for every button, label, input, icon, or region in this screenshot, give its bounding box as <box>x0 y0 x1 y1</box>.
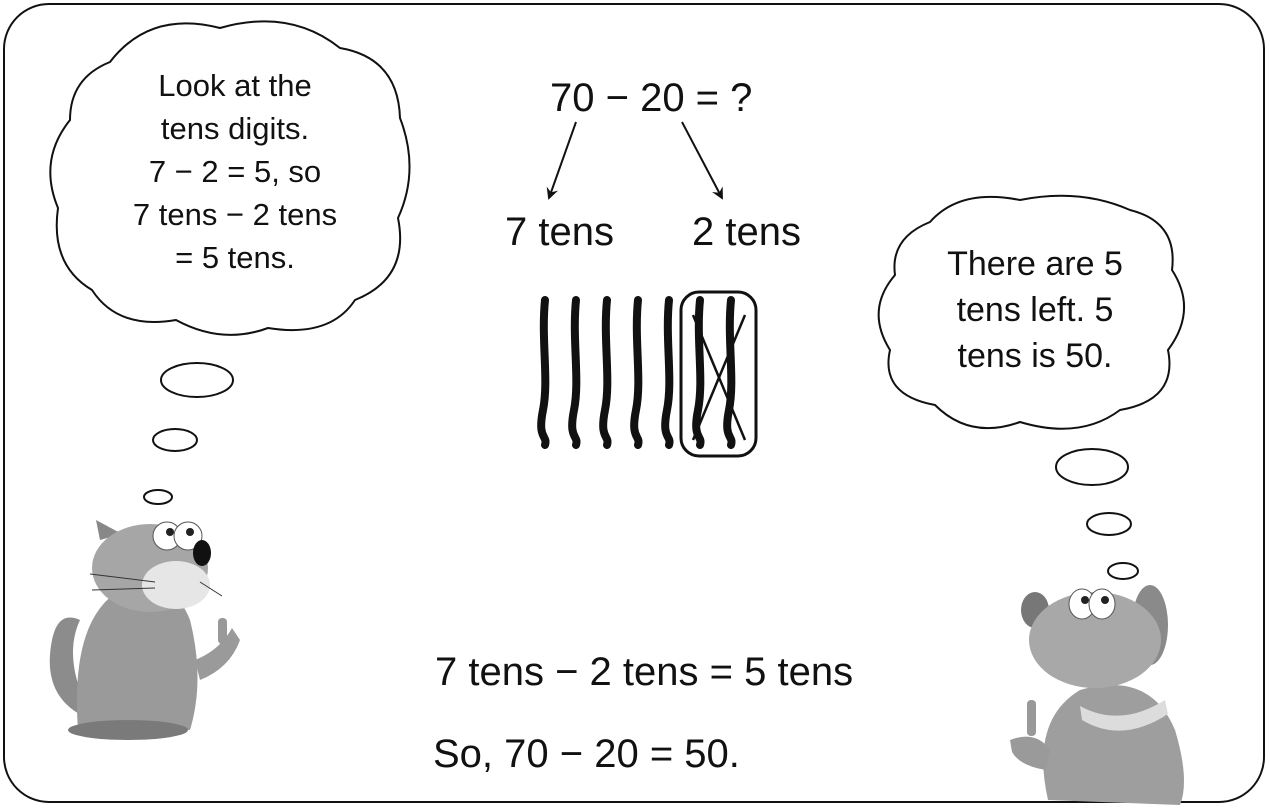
left-part-label: 7 tens <box>505 210 614 254</box>
dog-thought-text: There are 5 tens left. 5 tens is 50. <box>890 241 1180 379</box>
arrow-to-2-tens <box>681 121 723 200</box>
ten-stick <box>537 296 550 449</box>
statement: 7 tens − 2 tens = 5 tens <box>435 650 854 694</box>
cat-thought-text: Look at the tens digits. 7 − 2 = 5, so 7… <box>85 64 385 279</box>
ten-stick <box>661 296 674 449</box>
conclusion: So, 70 − 20 = 50. <box>433 732 740 776</box>
cat-thought-cloud <box>49 20 411 336</box>
cat-thought-line: Look at the <box>158 68 312 103</box>
cross-line-2 <box>691 314 747 441</box>
crossed-out-box <box>679 290 758 458</box>
dog-thought-dot-3 <box>1107 562 1139 580</box>
cat-thought-dot-1 <box>160 362 234 398</box>
cat-thought-line: 7 tens − 2 tens <box>132 197 338 232</box>
page-frame <box>3 3 1265 803</box>
cat-thought-dot-3 <box>143 489 173 505</box>
arrow-to-7-tens <box>546 121 577 200</box>
dog-thought-line: There are 5 <box>947 245 1123 283</box>
dog-thought-dot-2 <box>1086 512 1132 536</box>
cat-illustration <box>49 520 240 740</box>
dog-thought-cloud <box>877 194 1185 430</box>
equation: 70 − 20 = ? <box>550 76 753 120</box>
dog-thought-line: tens left. 5 <box>956 291 1114 329</box>
ten-stick <box>568 296 581 449</box>
dog-thought-line: tens is 50. <box>957 337 1113 375</box>
cat-thought-line: 7 − 2 = 5, so <box>148 154 322 189</box>
cat-thought-dot-2 <box>152 428 198 452</box>
cat-thought-line: tens digits. <box>160 111 310 146</box>
right-part-label: 2 tens <box>692 210 801 254</box>
ten-stick <box>723 296 736 449</box>
dog-thought-dot-1 <box>1055 448 1129 486</box>
ten-stick <box>630 296 643 449</box>
cat-thought-line: = 5 tens. <box>175 240 295 275</box>
ten-stick <box>599 296 612 449</box>
tens-sticks <box>537 296 736 449</box>
dog-illustration <box>1010 585 1184 805</box>
